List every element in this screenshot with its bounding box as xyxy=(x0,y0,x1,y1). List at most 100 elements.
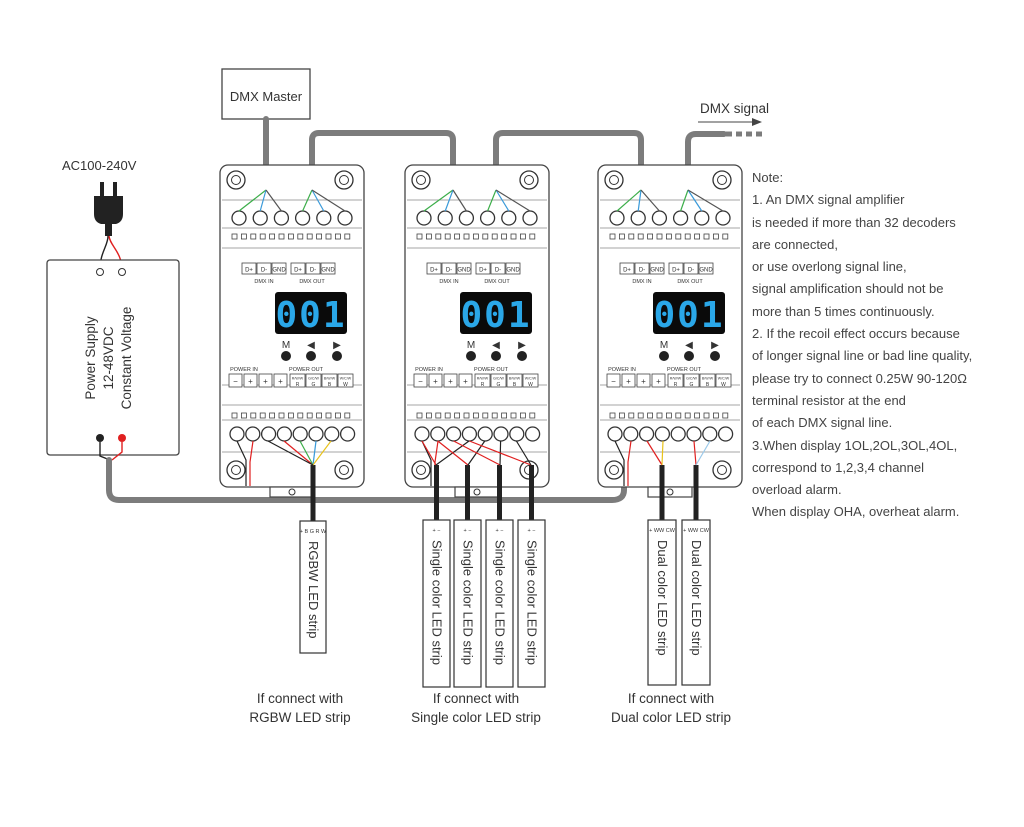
dmx-wire xyxy=(423,189,454,212)
terminal-screw xyxy=(501,210,517,226)
dmx-wire xyxy=(637,189,642,212)
button-label: ◀ xyxy=(307,340,315,351)
dmx-terminal-label: D- xyxy=(639,268,645,274)
strip-pins: + − xyxy=(528,528,536,534)
dmx-wire xyxy=(680,189,689,212)
note-line: correspond to 1,2,3,4 channel xyxy=(752,459,925,475)
dmx-terminal-label: GND xyxy=(699,268,713,274)
dmx-terminal-box xyxy=(256,262,272,275)
power-terminal-label: + xyxy=(448,377,453,386)
channel-terminal-label: W/C/W xyxy=(340,377,352,381)
caption-dual-line2: Dual color LED strip xyxy=(610,710,732,725)
strip-single-2: + − Single color LED strip xyxy=(485,465,514,688)
terminal-screw xyxy=(414,426,430,442)
dmx-wire xyxy=(311,189,325,212)
led-strips: + B G R W RGBW LED strip + − Single color L… xyxy=(267,440,711,688)
channel-letter: W xyxy=(528,382,533,388)
strip-cable xyxy=(497,465,502,520)
terminal-screw xyxy=(445,426,462,442)
channel-terminal-box xyxy=(506,373,523,388)
note-line: of longer signal line or bad line qualit… xyxy=(752,348,973,364)
terminal-screw xyxy=(308,426,324,442)
strip-pins: + − xyxy=(464,528,472,534)
strip-pins: + − xyxy=(496,528,504,534)
channel-letter: R xyxy=(481,382,485,388)
dual-wires xyxy=(646,440,711,466)
power-terminal-label: + xyxy=(433,377,438,386)
channel-terminal-label: B/W/W xyxy=(324,377,336,381)
channel-terminal-box xyxy=(490,373,507,388)
button-label: M xyxy=(467,340,475,351)
channel-terminal-label: R/W/W xyxy=(670,377,682,381)
dmx-terminal-box xyxy=(683,262,699,275)
dmx-wire xyxy=(487,189,497,212)
terminal-screw xyxy=(231,210,247,226)
channel-letter: W xyxy=(721,382,726,388)
note-line: terminal resistor at the end xyxy=(752,392,906,408)
power-terminal-box xyxy=(651,373,666,388)
channel-terminal-box xyxy=(305,373,322,388)
terminal-screw xyxy=(294,210,311,226)
dmx-terminal-box xyxy=(490,262,506,275)
dmx-fan-wires xyxy=(238,189,724,212)
dmx-wire xyxy=(687,189,724,212)
channel-terminal-label: G/C/W xyxy=(493,377,504,381)
bus-wire-2 xyxy=(493,130,644,193)
strip-pins: + B G R W xyxy=(300,529,327,535)
terminal-screw xyxy=(609,210,625,226)
display-value: 001 xyxy=(653,295,724,336)
ac-plug: AC100-240V xyxy=(62,158,137,271)
terminal-screw xyxy=(715,210,731,226)
power-feed-wires xyxy=(236,440,632,486)
terminal-screw xyxy=(651,210,668,226)
strip-body xyxy=(517,519,546,688)
channel-letter: W xyxy=(343,382,348,388)
strip-body xyxy=(485,519,514,688)
dmx-signal-arrow: DMX signal xyxy=(698,101,769,137)
channel-terminal-label: W/C/W xyxy=(718,377,730,381)
terminal-screw xyxy=(229,426,245,442)
channel-terminal-box xyxy=(337,373,354,388)
dmx-terminal-box xyxy=(619,262,635,275)
caption-rgbw-line1: If connect with xyxy=(256,691,344,706)
channel-terminal-label: B/W/W xyxy=(509,377,521,381)
channel-terminal-box xyxy=(289,373,306,388)
note-line: When display OHA, overheat alarm. xyxy=(752,504,960,520)
strip-label: RGBW LED strip xyxy=(306,541,321,639)
dmx-wire xyxy=(687,189,703,212)
dmx-terminal-label: D+ xyxy=(294,268,302,274)
ac-label: AC100-240V xyxy=(62,158,137,173)
dmx-terminal-label: GND xyxy=(272,268,286,274)
terminal-screw xyxy=(654,426,671,442)
bus-wire-1 xyxy=(309,130,456,193)
dmx-wire xyxy=(495,189,510,212)
dmx-wire xyxy=(259,189,267,212)
dmx-wire xyxy=(265,189,282,212)
dmx-wire xyxy=(238,189,267,212)
dmx-terminal-box xyxy=(698,262,714,275)
dmx-terminal-label: D+ xyxy=(479,268,487,274)
power-terminal-label: + xyxy=(656,377,661,386)
channel-letter: G xyxy=(690,382,694,388)
strip-label: Single color LED strip xyxy=(493,540,508,665)
strip-label: Single color LED strip xyxy=(461,540,476,665)
channel-terminal-label: R/W/W xyxy=(477,377,489,381)
dmx-terminal-label: D- xyxy=(310,268,316,274)
terminal-screw xyxy=(479,210,496,226)
power-terminal-label: − xyxy=(418,377,423,386)
strip-cable xyxy=(465,465,470,520)
caption-rgbw-line2: RGBW LED strip xyxy=(249,710,351,725)
button-label: ▶ xyxy=(333,340,341,351)
power-terminal-box xyxy=(428,373,443,388)
psu-label-3: Constant Voltage xyxy=(119,307,134,410)
strip-single-0: + −Single color LED strip xyxy=(422,465,451,688)
note-line: or use overlong signal line, xyxy=(752,259,907,275)
terminal-screw xyxy=(672,210,689,226)
dmx-terminal-label: D+ xyxy=(245,268,253,274)
dmx-terminal-box xyxy=(441,262,457,275)
note-line: is needed if more than 32 decoders xyxy=(752,214,956,230)
